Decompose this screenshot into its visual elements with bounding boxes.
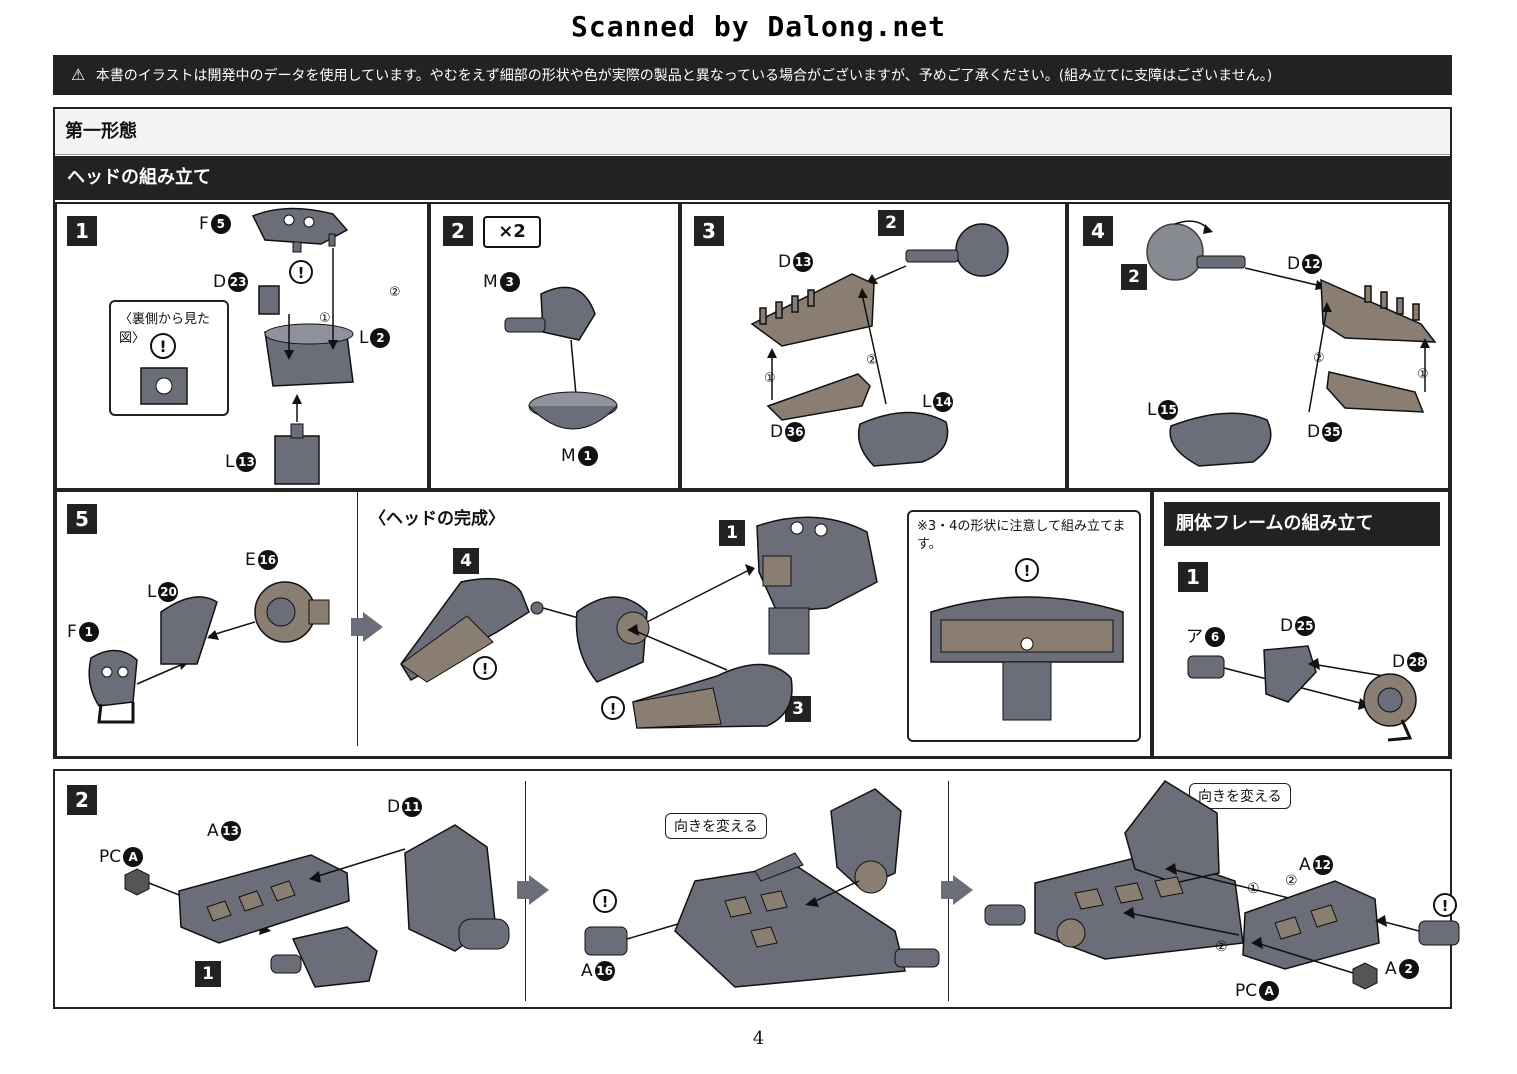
ref-step-1: 1 bbox=[195, 961, 221, 987]
back-view-label: 〈裏側から見た図〉 bbox=[119, 312, 211, 346]
next-arrow-icon bbox=[517, 875, 549, 905]
head-section-title: ヘッドの組み立て bbox=[55, 156, 1450, 200]
svg-text:①: ① bbox=[319, 311, 331, 326]
upper-section-frame bbox=[53, 107, 1452, 759]
head-complete-diagram: ! ! bbox=[400, 516, 878, 729]
shape-note-box: ※3・4の形状に注意して組み立てます。 ! bbox=[907, 510, 1141, 742]
svg-text:②: ② bbox=[1285, 873, 1298, 889]
step-number: 2 bbox=[443, 216, 473, 246]
svg-text:①: ① bbox=[1417, 367, 1429, 382]
warning-text: 本書のイラストは開発中のデータを使用しています。やむをえず細部の形状や色が実際の… bbox=[95, 68, 1273, 84]
ref-step-2: 2 bbox=[1121, 264, 1147, 290]
shape-note-diagram: ! bbox=[930, 558, 1124, 721]
page-number: 4 bbox=[752, 1028, 765, 1049]
next-arrow-icon bbox=[351, 612, 383, 642]
svg-text:!: ! bbox=[610, 700, 617, 718]
step-number: 2 bbox=[67, 785, 97, 815]
svg-text:②: ② bbox=[1215, 939, 1228, 955]
step5-diagram bbox=[88, 581, 330, 724]
torso-step2-panel: 2 PCA A13 D11 1 向きを変える A17 A16 ! bbox=[53, 769, 1460, 1009]
step4-diagram: ① ② bbox=[1146, 220, 1437, 467]
form-title: 第一形態 bbox=[55, 109, 1450, 155]
torso-step2a-diagram bbox=[124, 824, 510, 988]
torso-section-title: 胴体フレームの組み立て bbox=[1164, 502, 1440, 546]
warning-triangle-icon: ⚠ bbox=[71, 65, 86, 84]
step-number: 3 bbox=[694, 216, 724, 246]
step3-diagram: ① ② bbox=[750, 223, 1009, 467]
shape-note-text: ※3・4の形状に注意して組み立てます。 bbox=[917, 519, 1126, 552]
svg-text:!: ! bbox=[602, 893, 609, 911]
svg-text:②: ② bbox=[1313, 351, 1325, 366]
step-number: 1 bbox=[67, 216, 97, 246]
scanner-credit: Scanned by Dalong.net bbox=[570, 10, 946, 43]
svg-text:①: ① bbox=[764, 371, 776, 386]
svg-text:!: ! bbox=[298, 264, 305, 282]
ref-step-4: 4 bbox=[453, 548, 479, 574]
svg-text:!: ! bbox=[1024, 562, 1031, 580]
ref-step-1: 1 bbox=[719, 520, 745, 546]
step-number: 5 bbox=[67, 504, 97, 534]
svg-text:!: ! bbox=[482, 660, 489, 678]
torso-step2b-diagram: ! bbox=[584, 788, 940, 988]
step1-diagram: ! ① ② bbox=[251, 207, 401, 485]
step2-diagram bbox=[504, 286, 618, 430]
back-view-diagram: ! bbox=[140, 333, 188, 405]
svg-text:①: ① bbox=[1247, 881, 1260, 897]
back-view-box: 〈裏側から見た図〉 ! bbox=[109, 300, 229, 416]
head-complete-title: 〈ヘッドの完成〉 bbox=[369, 509, 505, 529]
svg-text:②: ② bbox=[866, 353, 878, 368]
callout-rotate: 向きを変える bbox=[665, 813, 767, 839]
torso-step1-diagram bbox=[1187, 645, 1417, 742]
multiplier-badge: ×2 bbox=[483, 216, 541, 248]
next-arrow-icon bbox=[941, 875, 973, 905]
ref-step-2: 2 bbox=[878, 210, 904, 236]
svg-text:!: ! bbox=[159, 337, 166, 356]
svg-text:!: ! bbox=[1442, 897, 1449, 915]
svg-text:②: ② bbox=[389, 285, 401, 300]
step-number: 1 bbox=[1178, 562, 1208, 592]
callout-rotate-2: 向きを変える bbox=[1189, 783, 1291, 809]
warning-bar: ⚠ 本書のイラストは開発中のデータを使用しています。やむをえず細部の形状や色が実… bbox=[53, 55, 1452, 95]
torso-step2c-diagram: ① ② ② ! bbox=[984, 780, 1460, 990]
step-number: 4 bbox=[1083, 216, 1113, 246]
